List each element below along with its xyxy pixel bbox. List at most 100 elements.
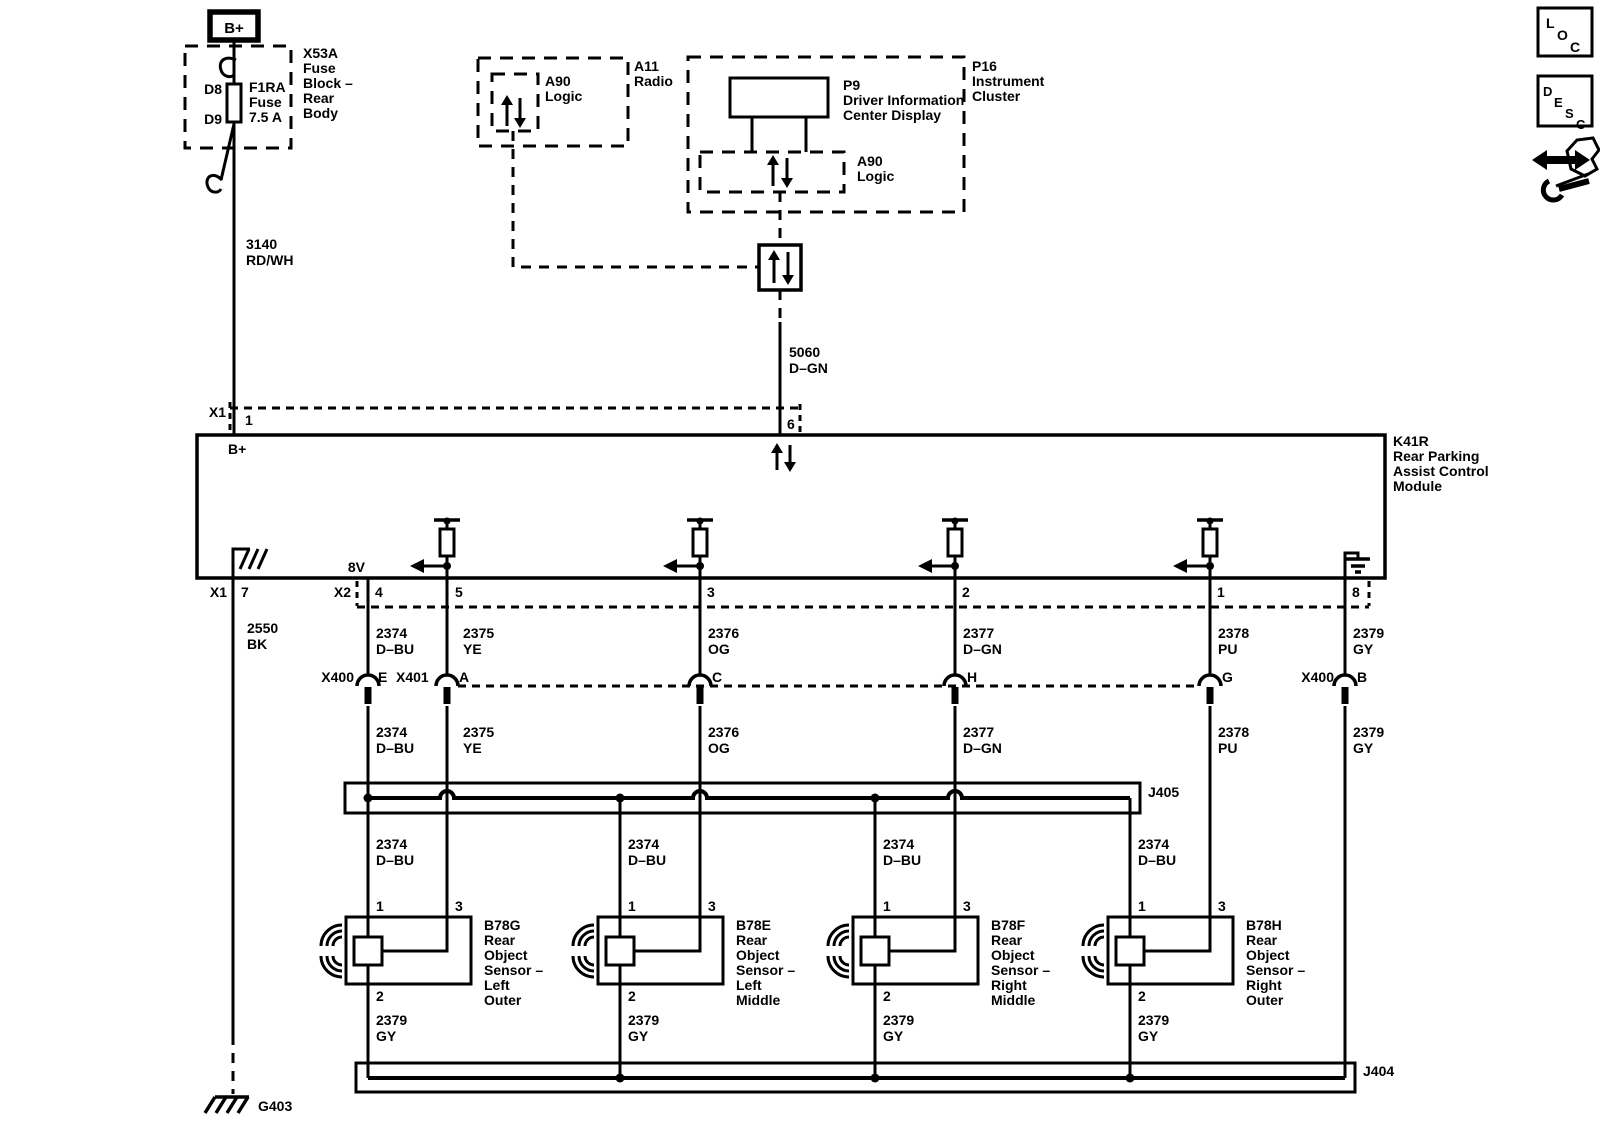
splice-dot (870, 1073, 880, 1083)
color-gy: GY (628, 1028, 649, 1044)
x1-bottom-label: X1 (210, 584, 227, 600)
sensor-designator: B78F (991, 917, 1026, 933)
j404-outline (354, 1061, 1357, 1094)
signal-arrow-icon (410, 559, 424, 573)
wrench-arrow-icon (1532, 136, 1600, 203)
module-name-1: Rear Parking (1393, 448, 1479, 464)
j405-outline (343, 781, 1142, 815)
radio-name: Radio (634, 73, 673, 89)
desc-button-frame[interactable] (1536, 74, 1594, 128)
circuit-2379: 2379 (1353, 625, 1384, 641)
color-dgn: D–GN (963, 641, 1002, 657)
transducer-icon (352, 935, 384, 967)
color-og: OG (708, 641, 730, 657)
wire-3140-label: 3140 RD/WH (246, 236, 293, 268)
dic-display-box (728, 76, 830, 119)
signal-arrow-icon (1173, 559, 1187, 573)
module-outline (195, 433, 1387, 580)
sensor-name-5: Outer (1246, 992, 1284, 1008)
x1-pin-1: 1 (245, 412, 253, 428)
wire-labels-row-2: 2374 D–BU 2375 YE 2376 OG 2377 D–GN 2378… (376, 724, 1384, 756)
x2-pin-1: 1 (1217, 584, 1225, 600)
circuit-2379: 2379 (376, 1012, 407, 1028)
terminal-lead-line (219, 123, 236, 181)
color-rdwh: RD/WH (246, 252, 293, 268)
circuit-2377: 2377 (963, 625, 994, 641)
sensor-outline (596, 915, 725, 986)
color-dbu: D–BU (883, 852, 921, 868)
wire-labels-row-1: 2374 D–BU 2375 YE 2376 OG 2377 D–GN 2378… (376, 625, 1384, 657)
color-dgn: D–GN (963, 740, 1002, 756)
fuse-block-name-2: Block – (303, 75, 353, 91)
sensor-name-1: Rear (1246, 932, 1278, 948)
color-gy: GY (883, 1028, 904, 1044)
inline-connector-row: X400 E X401 A C H G X400 B (321, 669, 1367, 704)
loc-letter-c: C (1570, 39, 1580, 55)
x1-top-label: X1 (209, 404, 226, 420)
j405-label: J405 (1148, 784, 1179, 800)
radio-logic-designator: A90 (545, 73, 571, 89)
splice-dot (363, 793, 373, 803)
color-gy: GY (1353, 641, 1374, 657)
wire-labels-row-3: 2374 D–BU 2374 D–BU 2374 D–BU 2374 D–BU (376, 836, 1176, 868)
loc-button[interactable]: L O C (1536, 6, 1594, 58)
sensor-name-3: Sensor – (1246, 962, 1305, 978)
circuit-2374: 2374 (628, 836, 659, 852)
splice-dot (615, 1073, 625, 1083)
connector-pin-g: G (1222, 669, 1233, 685)
desc-button[interactable]: D E S C (1536, 74, 1594, 132)
sensor-pin-1: 1 (628, 898, 636, 914)
serial-data-arrows-icon (767, 155, 793, 188)
ultrasonic-waves-icon (571, 923, 595, 979)
module-internal-earth-ground-icon (1343, 551, 1370, 578)
module-name-2: Assist Control (1393, 463, 1489, 479)
fuse-id: F1RA (249, 79, 286, 95)
fuse-symbol (225, 82, 243, 124)
x2-pin-5: 5 (455, 584, 463, 600)
chassis-ground-icon (203, 1095, 250, 1114)
wire-labels-row-4: 2379 GY 2379 GY 2379 GY 2379 GY (376, 1012, 1169, 1044)
ultrasonic-waves-icon (1081, 923, 1105, 979)
color-bk: BK (247, 636, 267, 652)
sensor-pin-1: 1 (883, 898, 891, 914)
cluster-name-2: Cluster (972, 88, 1021, 104)
ground-g403-label: G403 (258, 1098, 292, 1114)
circuit-2377: 2377 (963, 724, 994, 740)
connector-terminal-icon (1197, 673, 1223, 704)
color-dbu: D–BU (628, 852, 666, 868)
connector-x401-label: X401 (396, 669, 429, 685)
loc-button-frame[interactable] (1536, 6, 1594, 58)
cluster-logic-name: Logic (857, 168, 895, 184)
x1-pin-7: 7 (241, 584, 249, 600)
sensor-outline (1106, 915, 1235, 986)
fuse-block-x53a: D8 D9 F1RA Fuse 7.5 A X53A Fuse Block – … (183, 40, 353, 435)
sensor-name-1: Rear (991, 932, 1023, 948)
radio-serial-data-wire (511, 131, 759, 269)
radio-a11: A90 Logic A11 Radio (476, 56, 673, 148)
circuit-2379: 2379 (1353, 724, 1384, 740)
connector-x400-right-label: X400 (1301, 669, 1334, 685)
circuit-2379: 2379 (1138, 1012, 1169, 1028)
x2-label: X2 (334, 584, 351, 600)
circuit-2375: 2375 (463, 724, 494, 740)
radio-logic-name: Logic (545, 88, 583, 104)
splice-pack-j404: J404 (354, 1061, 1394, 1094)
fuse-rating: 7.5 A (249, 109, 282, 125)
color-dbu: D–BU (376, 852, 414, 868)
color-ye: YE (463, 740, 482, 756)
circuit-2374: 2374 (376, 836, 407, 852)
dic-name-2: Center Display (843, 107, 941, 123)
wire-2375-to-sensor1 (382, 706, 449, 953)
sensor-name-4: Right (1246, 977, 1282, 993)
sensor-driver-symbol (410, 517, 460, 578)
sensor-name-4: Right (991, 977, 1027, 993)
wire-2376-to-sensor2 (634, 706, 702, 953)
sensor-name-4: Left (484, 977, 510, 993)
x2-pin-8: 8 (1352, 584, 1360, 600)
sensor-pin-2: 2 (628, 988, 636, 1004)
sensor-name-3: Sensor – (991, 962, 1050, 978)
repair-instructions-button[interactable] (1532, 136, 1600, 203)
j404-label: J404 (1363, 1063, 1394, 1079)
ultrasonic-waves-icon (826, 923, 850, 979)
